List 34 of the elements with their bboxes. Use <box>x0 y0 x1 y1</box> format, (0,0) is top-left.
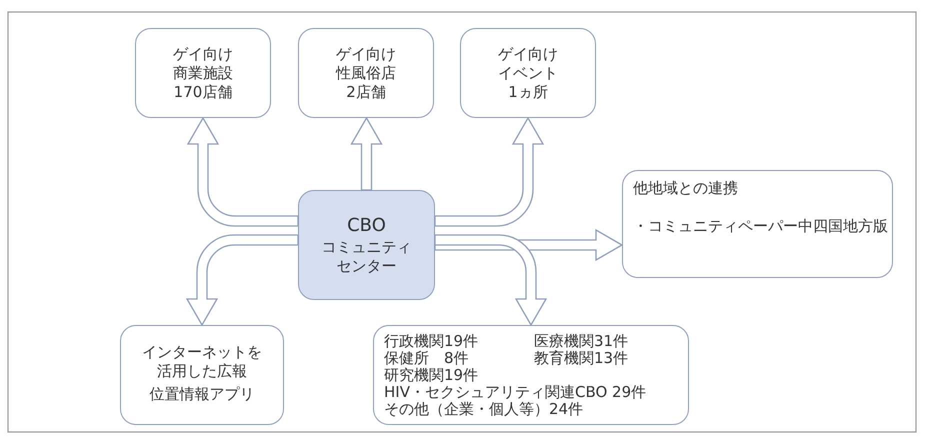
internet-box <box>120 325 284 425</box>
venue-box <box>298 28 434 118</box>
block-arrow <box>350 116 383 191</box>
event-box <box>460 28 596 118</box>
node-text: 商業施設 <box>173 64 233 82</box>
node-text: ・コミュニティペーパー中四国地方版 <box>633 217 888 236</box>
list-item: 教育機関13件 <box>534 349 628 368</box>
partnership-box <box>622 170 893 278</box>
node-title: 他地域との連携 <box>633 179 738 198</box>
node-text: ゲイ向け <box>336 44 396 64</box>
node-text: 170店舗 <box>174 82 232 102</box>
node-text: コミュニティセンター <box>320 238 412 276</box>
block-arrow <box>187 117 299 227</box>
node-text: 1ヵ所 <box>508 82 548 102</box>
node-text: 2店舗 <box>346 82 386 102</box>
block-arrow <box>434 117 544 227</box>
node-title: CBO <box>347 214 386 238</box>
node-text: インターネットを活用した広報 <box>141 342 263 380</box>
node-text: ゲイ向け <box>173 44 233 64</box>
block-arrow <box>186 234 299 326</box>
node-text: イベント <box>498 64 558 82</box>
node-text: 性風俗店 <box>336 64 396 82</box>
partner-list-box <box>373 325 689 425</box>
list-item: 保健所 8件 <box>384 349 469 368</box>
list-item: HIV・セクシュアリティ関連CBO 29件 <box>384 383 646 402</box>
venue-box <box>135 28 271 118</box>
list-item: その他（企業・個人等）24件 <box>384 400 584 419</box>
center-box <box>298 190 435 300</box>
node-text: 位置情報アプリ <box>148 384 256 404</box>
list-item: 医療機関31件 <box>534 332 628 350</box>
block-arrow <box>434 234 547 326</box>
node-text: ゲイ向け <box>498 44 558 64</box>
list-item: 行政機関19件 <box>384 332 478 350</box>
list-item: 研究機関19件 <box>384 366 478 385</box>
